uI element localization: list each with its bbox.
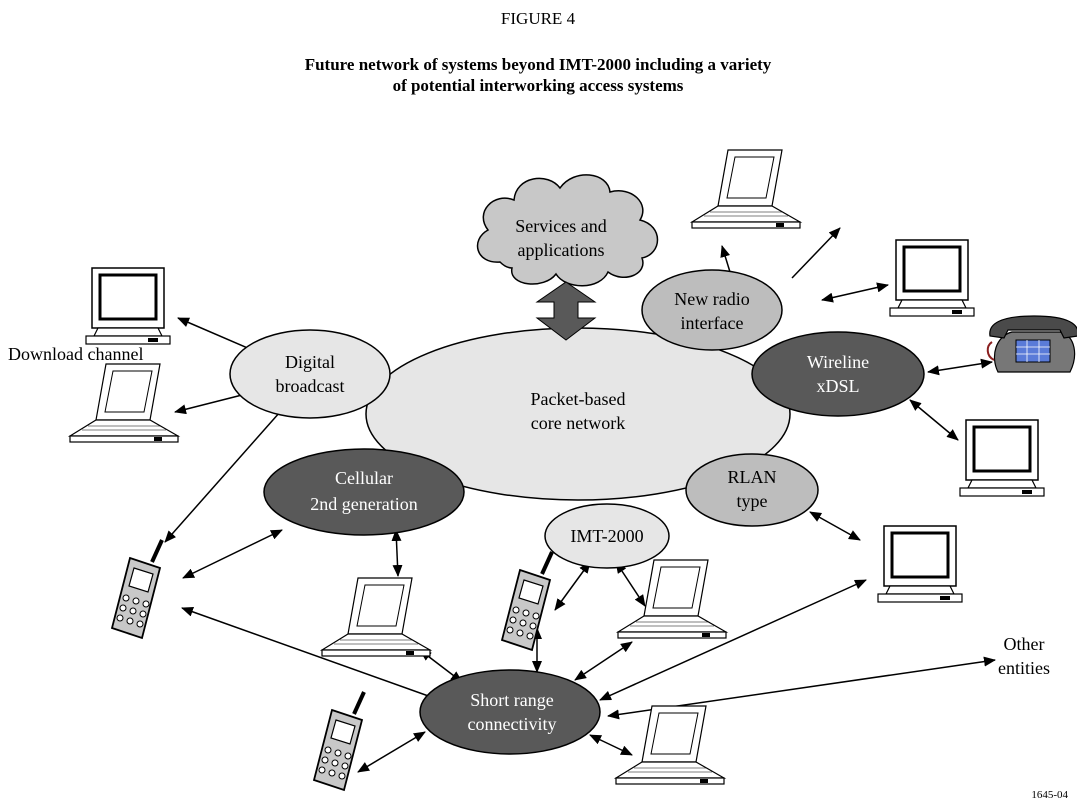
arrow-imt-phone [554,561,591,611]
download-channel-label: Download channel [8,344,143,364]
services-label-line2: applications [518,240,605,260]
monitor-icon-newradio [888,238,976,318]
mobile-phone-icon-left [110,538,164,640]
wireline-label-line1: Wireline [807,352,869,372]
rlan-type-node [685,453,819,527]
arrow-shortrange-phone-bottom [357,731,426,773]
short-range-label-line2: connectivity [468,714,557,734]
digital-broadcast-node [229,329,391,419]
mobile-phone-icon-imt [500,550,554,652]
imt-2000-node [544,503,670,569]
laptop-icon-shortrange [615,705,725,785]
services-core-link-arrow [535,281,597,341]
digital-broadcast-label-line2: broadcast [276,376,345,396]
services-label-line1: Services and [515,216,606,236]
wireline-xdsl-node [751,331,925,417]
arrow-newradio-monitor [821,282,889,303]
new-radio-label-line1: New radio [674,289,749,309]
arrow-digital-to-phone [164,411,281,543]
monitor-icon-wireline [958,418,1046,498]
figure-title-line1: Future network of systems beyond IMT-200… [305,55,772,74]
arrow-imt-laptop [615,561,646,607]
laptop-icon-cellular [321,577,431,657]
core-network-label-line1: Packet-based [531,389,626,409]
digital-broadcast-label-line1: Digital [285,352,335,372]
arrow-digital-to-laptop [174,394,243,415]
arrow-shortrange-phone-left [181,606,449,705]
rlan-label-line2: type [737,491,768,511]
wireline-label-line2: xDSL [816,376,859,396]
arrow-cellular-phone [182,529,283,579]
arrow-shortrange-laptop-right [574,641,633,681]
arrow-wireline-monitor [909,399,959,441]
figure-number: FIGURE 4 [501,9,576,28]
new-radio-label-line2: interface [681,313,744,333]
short-range-label-line1: Short range [470,690,553,710]
laptop-icon-imt [617,559,727,639]
cellular-label-line2: 2nd generation [310,494,417,514]
figure-title-line2: of potential interworking access systems [393,76,684,95]
other-entities-label-line1: Other [1004,634,1045,654]
arrow-shortrange-laptop-bottom [589,734,633,756]
services-cloud [476,174,659,287]
new-radio-interface-node [641,269,783,351]
arrow-newradio-up [791,227,841,279]
telephone-icon [986,315,1077,373]
arrow-rlan-monitor [809,511,861,541]
rlan-label-line1: RLAN [728,467,777,487]
imt-label: IMT-2000 [570,526,643,546]
mobile-phone-icon-bottom [312,690,366,792]
short-range-connectivity-node [419,669,601,755]
monitor-icon-rlan [876,524,964,604]
other-entities-label-line2: entities [998,658,1050,678]
arrow-cellular-laptop [391,529,403,577]
arrow-wireline-telephone [927,358,993,376]
laptop-icon-digital [69,363,179,443]
arrow-digital-to-monitor [177,317,258,353]
monitor-icon-download [84,266,172,346]
cellular-2g-node [263,448,465,536]
cellular-label-line1: Cellular [335,468,393,488]
figure-reference: 1645-04 [1031,789,1068,801]
core-network-label-line2: core network [531,413,625,433]
laptop-icon-newradio [691,149,801,229]
